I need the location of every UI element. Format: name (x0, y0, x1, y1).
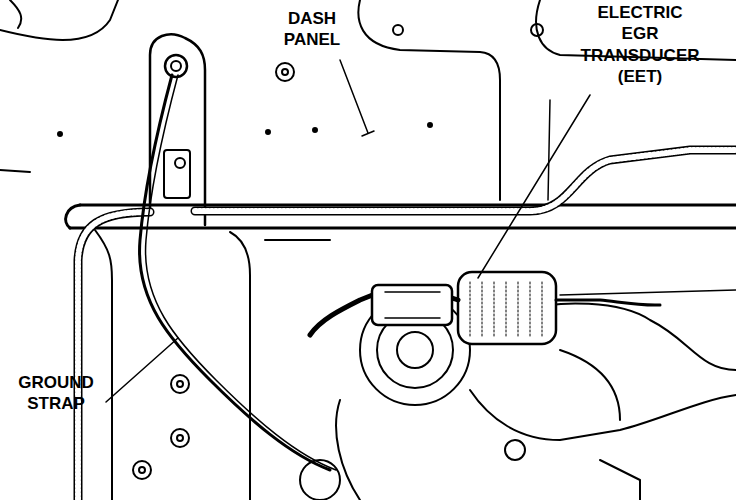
part-label: GROUND STRAP (18, 372, 94, 415)
part-label: DASH PANEL (284, 8, 340, 51)
part-label: ELECTRIC EGR TRANSDUCER (EET) (581, 2, 700, 87)
